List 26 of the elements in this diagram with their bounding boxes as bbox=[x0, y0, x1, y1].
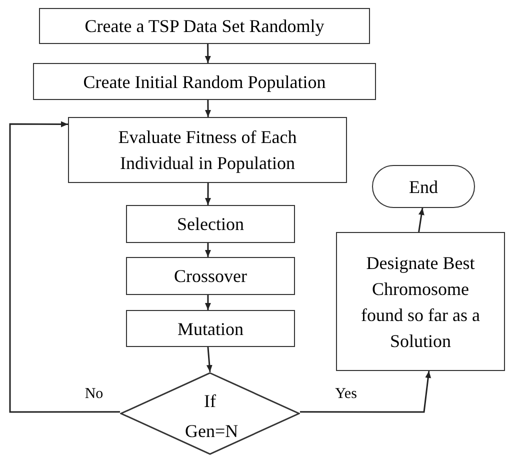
node-text: Create a TSP Data Set Randomly bbox=[84, 15, 326, 38]
process-box bbox=[126, 310, 295, 347]
process-box bbox=[126, 205, 295, 243]
node-text: End bbox=[408, 176, 439, 198]
process-box bbox=[68, 117, 347, 183]
process-box bbox=[39, 8, 370, 44]
node-text: Designate Best Chromosome found so far as a Solution bbox=[360, 252, 481, 352]
terminal-box bbox=[372, 165, 475, 208]
node-text: Selection bbox=[176, 213, 245, 236]
process-box bbox=[126, 257, 295, 295]
arrow bbox=[204, 243, 211, 257]
arrow bbox=[205, 100, 211, 117]
arrow bbox=[206, 346, 212, 372]
node-text: Crossover bbox=[173, 265, 248, 288]
process-box bbox=[33, 63, 376, 100]
node-text: Evaluate Fitness of Each Individual in Population bbox=[117, 126, 298, 175]
process-box bbox=[336, 232, 505, 371]
arrow bbox=[300, 370, 432, 413]
arrow bbox=[204, 295, 211, 310]
arrow bbox=[205, 183, 211, 205]
decision-diamond bbox=[120, 372, 300, 455]
arrow bbox=[418, 208, 424, 232]
arrow bbox=[204, 44, 211, 63]
arrow bbox=[9, 121, 120, 413]
node-text: Mutation bbox=[176, 318, 244, 340]
node-text: Create Initial Random Population bbox=[82, 70, 327, 94]
